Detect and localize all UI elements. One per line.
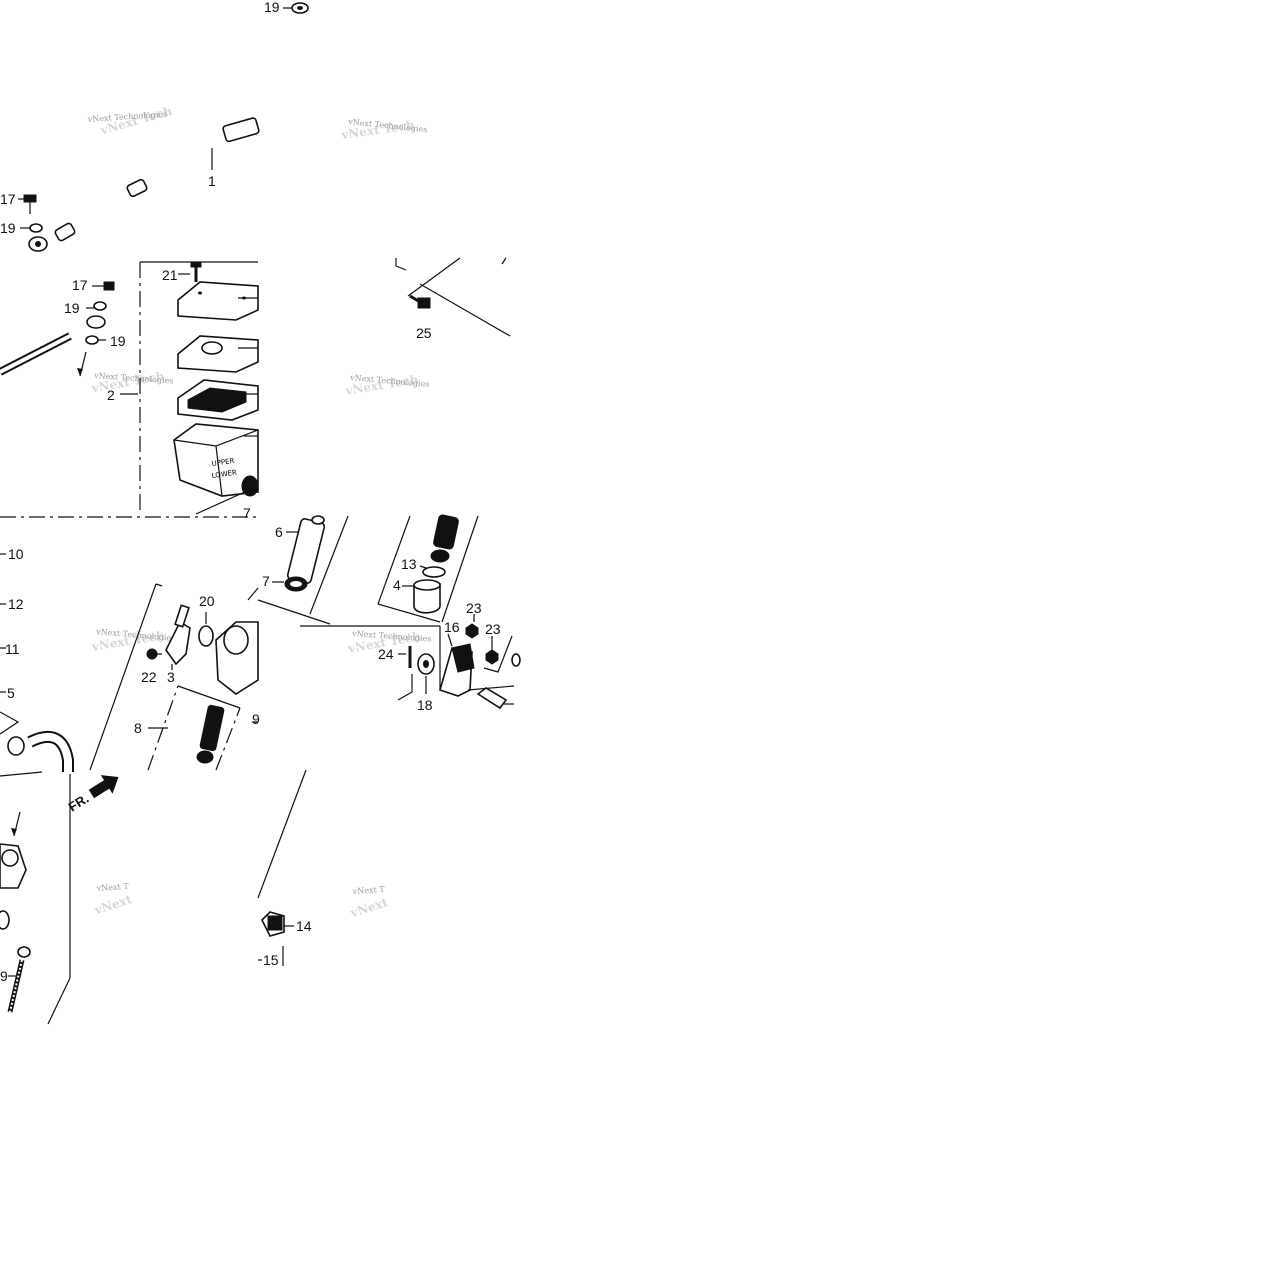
callout-22: 22 (141, 669, 157, 685)
callout-5: 5 (7, 685, 15, 701)
svg-text:vNext: vNext (92, 892, 134, 918)
callout-9: 9 (252, 711, 260, 727)
callout-19: 19 (110, 333, 126, 349)
callout-7: 7 (243, 505, 251, 521)
callout-23: 23 (466, 600, 482, 616)
callout-25: 25 (416, 325, 432, 341)
callout-18: 18 (417, 697, 433, 713)
caliper-parts-left (0, 553, 259, 772)
callout-21: 21 (162, 267, 178, 283)
callout-3: 3 (167, 669, 175, 685)
callout-labels: 19 1 17 19 17 19 19 21 2 25 7 10 12 11 5… (0, 0, 501, 984)
callout-19: 19 (64, 300, 80, 316)
callout-1: 1 (208, 173, 216, 189)
callout-7: 7 (262, 573, 270, 589)
bolt-25-area (395, 257, 511, 337)
watermarks: vNext Tech vNext Technologies vNext Tech… (87, 104, 432, 921)
callout-23: 23 (485, 621, 501, 637)
washer-top (283, 2, 309, 14)
callout-8: 8 (134, 720, 142, 736)
callout-17: 17 (72, 277, 88, 293)
brake-hose-upper (18, 117, 260, 252)
callout-9: 9 (0, 968, 8, 984)
watermark-text: vNext T (352, 885, 386, 896)
callout-20: 20 (199, 593, 215, 609)
callout-17: 17 (0, 191, 16, 207)
callout-10: 10 (8, 546, 24, 562)
callout-12: 12 (8, 596, 24, 612)
svg-text:UPPER: UPPER (211, 457, 235, 468)
callout-24: 24 (378, 646, 394, 662)
callout-19: 19 (264, 0, 280, 15)
callout-6: 6 (275, 524, 283, 540)
svg-text:vNext: vNext (348, 895, 390, 921)
callout-2: 2 (107, 387, 115, 403)
callout-11: 11 (5, 641, 20, 657)
watermark-text: vNext T (96, 882, 130, 893)
master-cylinder-reservoir: UPPER LOWER (0, 261, 259, 518)
pad-pin-parts (257, 769, 307, 966)
callout-14: 14 (296, 918, 312, 934)
callout-13: 13 (401, 556, 417, 572)
svg-text:LOWER: LOWER (211, 469, 237, 480)
callout-15: 15 (263, 952, 279, 968)
callout-19: 19 (0, 220, 16, 236)
caliper-lower: FR. (0, 771, 119, 1025)
callout-16: 16 (444, 619, 460, 635)
callout-4: 4 (393, 577, 401, 593)
piston-and-bracket (257, 514, 521, 710)
